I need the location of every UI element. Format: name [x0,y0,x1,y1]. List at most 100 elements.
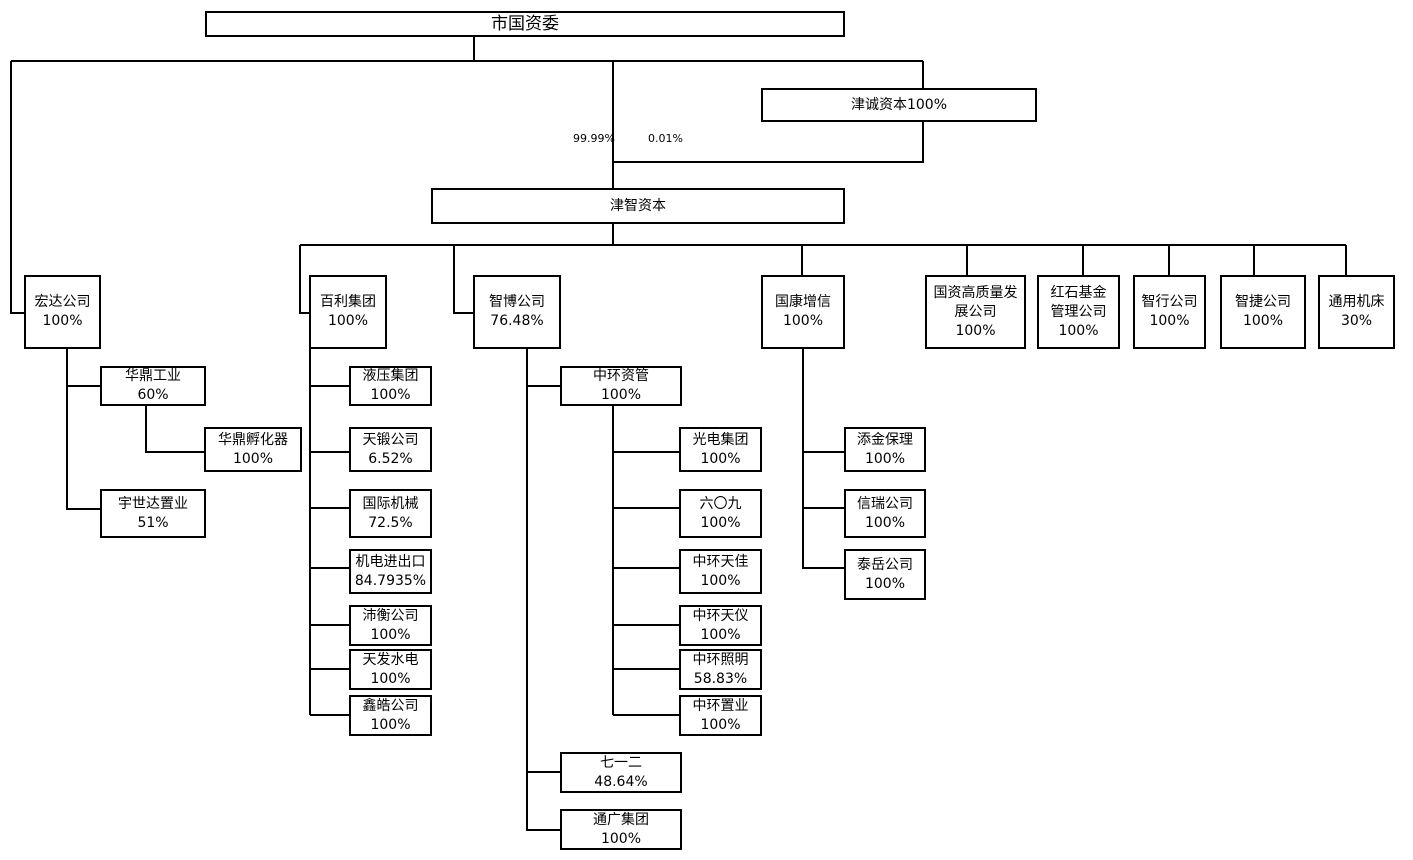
node-huading-fuhua: 华鼎孵化器 100% [204,427,302,472]
node-baili-child-1: 液压集团 100% [349,366,432,406]
node-ziguan-child-2: 六〇九 100% [679,489,762,538]
node-baili-child-4: 机电进出口 84.7935% [349,549,432,594]
node-guokang-child-3: 泰岳公司 100% [844,549,926,600]
node-baili-child-7: 鑫皓公司 100% [349,695,432,736]
connector [10,61,25,314]
node-percent: 100% [600,830,642,847]
node-percent: 100% [864,514,906,531]
node-name: 国康增信 [775,294,831,310]
node-percent: 100% [370,716,411,733]
node-guokang: 国康增信 100% [761,275,845,349]
node-percent: 6.52% [368,450,413,467]
node-percent: 100% [600,387,642,403]
node-name: 中环天仪 [692,607,749,624]
node-percent: 100% [1058,322,1099,339]
node-percent: 100% [700,514,741,531]
node-name: 沛衡公司 [362,607,419,624]
node-percent: 30% [1340,313,1373,329]
node-name: 鑫皓公司 [362,697,419,714]
node-percent: 100% [700,716,741,733]
node-hongshi: 红石基金 管理公司 100% [1037,275,1120,349]
node-name: 华鼎工业 [125,368,181,384]
node-name: 天发水电 [362,651,419,668]
connector [526,348,561,831]
node-percent: 58.83% [693,670,748,687]
node-percent: 84.7935% [354,572,427,589]
node-percent: 100% [1149,313,1190,329]
node-name-line2: 展公司 [954,303,997,320]
node-name: 通用机床 [1328,294,1385,310]
node-name: 国际机械 [362,495,419,512]
node-percent: 100% [700,450,741,467]
node-name: 百利集团 [320,294,376,310]
node-percent: 100% [700,572,741,589]
node-zhibo: 智博公司 76.48% [473,275,561,349]
connector [613,121,924,163]
node-ziguan-child-3: 中环天佳 100% [679,549,762,594]
node-name: 添金保理 [857,431,913,448]
node-percent: 100% [370,626,411,643]
node-name: 机电进出口 [355,553,426,570]
node-percent: 100% [782,313,824,329]
node-percent: 48.64% [594,773,648,790]
edge-label-jincheng-jinzhi: 0.01% [648,132,683,145]
node-name-line1: 红石基金 [1050,284,1107,301]
node-percent: 100% [864,450,906,467]
node-name: 六〇九 [699,495,742,512]
node-ziguan-child-5: 中环照明 58.83% [679,649,762,690]
node-percent: 100% [700,626,741,643]
node-name: 液压集团 [362,368,419,384]
node-percent: 100% [370,387,411,403]
node-name: 华鼎孵化器 [218,431,288,448]
node-jincheng: 津诚资本100% [761,88,1037,122]
node-jinzhi: 津智资本 [431,188,845,224]
node-percent: 100% [955,322,996,339]
node-ziguan-child-6: 中环置业 100% [679,695,762,736]
node-baili-child-6: 天发水电 100% [349,649,432,690]
node-name: 中环天佳 [692,553,749,570]
node-guozi-hq: 国资高质量发 展公司 100% [925,275,1026,349]
node-name: 津智资本 [610,197,666,214]
node-name: 中环资管 [593,368,649,384]
node-name: 宏达公司 [34,294,91,310]
node-percent: 60% [137,387,169,403]
connector [66,348,101,510]
node-name: 中环置业 [692,697,749,714]
node-qiyier: 七一二 48.64% [560,752,682,793]
edge-label-sasac-jinzhi: 99.99% [573,132,615,145]
node-zhonghuan-ziguan: 中环资管 100% [560,366,682,406]
node-zhixing: 智行公司 100% [1133,275,1206,349]
node-percent: 100% [42,313,83,329]
node-baili-child-5: 沛衡公司 100% [349,605,432,646]
node-percent: 76.48% [490,313,544,329]
node-name: 光电集团 [692,431,749,448]
connector [453,245,474,314]
node-name: 智捷公司 [1235,294,1291,310]
connector [145,405,205,453]
node-name: 通广集团 [593,811,649,828]
node-tongyong: 通用机床 30% [1318,275,1395,349]
node-name: 七一二 [600,754,642,771]
connector [299,245,310,314]
node-guokang-child-1: 添金保理 100% [844,427,926,472]
node-name-line2: 管理公司 [1050,303,1107,320]
node-name: 天锻公司 [362,431,419,448]
node-guokang-child-2: 信瑞公司 100% [844,489,926,538]
node-yushida: 宇世达置业 51% [100,489,206,538]
node-baili: 百利集团 100% [309,275,387,349]
node-name: 宇世达置业 [118,495,188,512]
node-huading: 华鼎工业 60% [100,366,206,406]
node-name: 市国资委 [491,13,559,34]
node-percent: 100% [232,450,274,467]
node-baili-child-3: 国际机械 72.5% [349,489,432,538]
node-percent: 100% [327,313,369,329]
node-name-line1: 国资高质量发 [933,284,1018,301]
node-name: 中环照明 [692,651,749,668]
node-ziguan-child-1: 光电集团 100% [679,427,762,472]
node-baili-child-2: 天锻公司 6.52% [349,427,432,472]
node-zhijie: 智捷公司 100% [1220,275,1306,349]
node-name: 智博公司 [489,294,545,310]
node-name: 津诚资本100% [850,96,948,113]
